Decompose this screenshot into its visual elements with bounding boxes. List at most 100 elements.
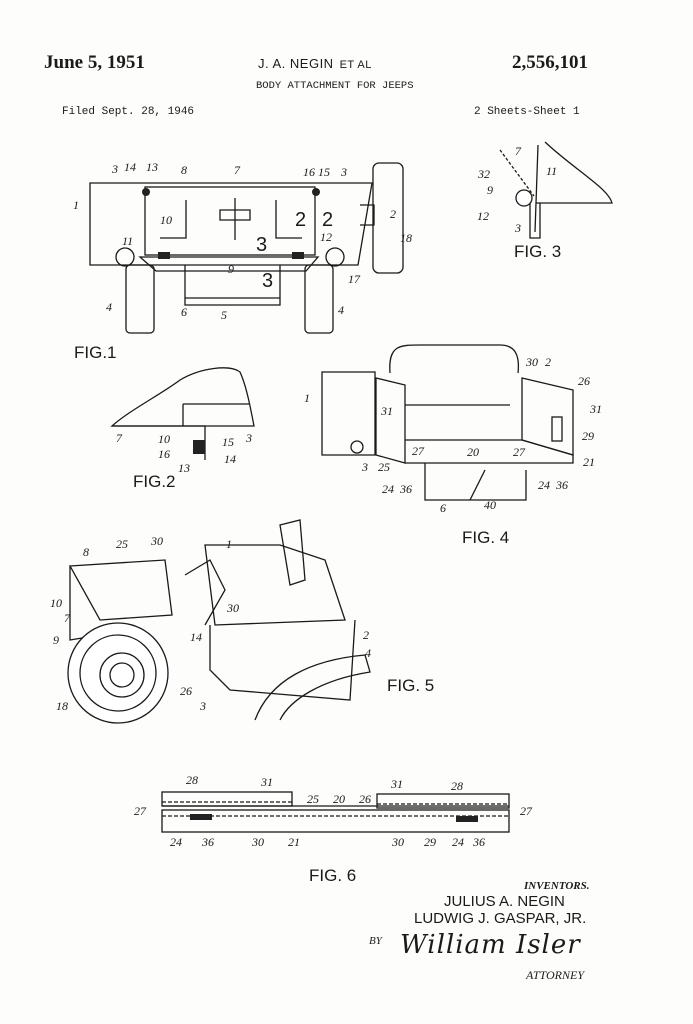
fig1-ref: 1 [73,198,79,212]
fig4-ref: 24 [538,478,550,492]
fig1-ref: 18 [400,231,412,245]
fig4-ref: 31 [589,402,602,416]
fig6-ref: 27 [520,804,533,818]
fig1-ref: 5 [221,308,227,322]
fig2-label: FIG.2 [133,472,176,491]
fig4-ref: 36 [555,478,568,492]
fig6-ref: 25 [307,792,319,806]
by-label: BY [369,935,382,947]
fig1-ref: 8 [181,163,187,177]
fig5-ref: 2 [363,628,369,642]
fig3-ref: 11 [546,164,557,178]
fig3-ref: 7 [515,144,522,158]
fig4-ref: 3 [361,460,368,474]
fig1-ref: 16 [303,165,315,179]
fig2-ref: 14 [224,452,236,466]
fig4-ref: 25 [378,460,390,474]
fig2-drawing [110,367,255,460]
inventor-1: JULIUS A. NEGIN [444,893,565,910]
fig4-ref: 24 [382,482,394,496]
fig5-ref: 25 [116,537,128,551]
fig1-ref: 13 [146,160,158,174]
fig1-ref: 3 [111,162,118,176]
fig6-ref: 36 [472,835,485,849]
fig1-ref: 9 [228,262,234,276]
fig4-ref: 36 [399,482,412,496]
fig1-label: FIG.1 [74,343,117,362]
fig1-ref: 10 [160,213,172,227]
fig1-ref: 6 [181,305,187,319]
fig1-ref: 4 [106,300,112,314]
fig3-ref: 3 [514,221,521,235]
fig4-label: FIG. 4 [462,528,509,547]
et-al: ET AL [339,59,372,71]
fig4-ref: 6 [440,501,446,515]
fig6-ref: 27 [134,804,147,818]
fig5-ref: 3 [199,699,206,713]
fig3-ref: 12 [477,209,489,223]
fig6-ref: 31 [390,777,403,791]
section-mark: 3 [262,270,273,292]
fig5-ref: 9 [53,633,59,647]
fig5-label: FIG. 5 [387,676,434,695]
fig4-ref: 29 [582,429,594,443]
fig2-ref: 10 [158,432,170,446]
inventor-name: J. A. NEGIN [258,56,334,71]
fig5-drawing [67,519,371,724]
fig5-ref: 10 [50,596,62,610]
fig1-ref: 2 [390,207,396,221]
fig6-ref: 30 [251,835,264,849]
fig4-ref: 1 [304,391,310,405]
fig1-drawing [89,162,404,334]
fig6-label: FIG. 6 [309,866,356,885]
patent-number: 2,556,101 [512,52,588,73]
fig6-ref: 26 [359,792,371,806]
fig5-ref: 14 [190,630,202,644]
fig1-ref: 12 [320,230,332,244]
fig5-ref: 18 [56,699,68,713]
fig6-ref: 28 [451,779,463,793]
inventor-short: J. A. NEGIN ET AL [258,56,372,71]
fig4-drawing [321,344,574,501]
fig5-ref: 30 [150,534,163,548]
attorney-signature: William Isler [400,930,581,960]
fig1-ref: 14 [124,160,136,174]
fig3-ref: 9 [487,183,493,197]
fig6-drawing [161,791,510,833]
fig6-ref: 21 [288,835,300,849]
fig2-ref: 3 [245,431,252,445]
fig6-ref: 31 [260,775,273,789]
fig4-ref: 40 [484,498,496,512]
fig1-ref: 11 [122,234,133,248]
fig2-ref: 13 [178,461,190,475]
patent-title: BODY ATTACHMENT FOR JEEPS [256,80,414,92]
sheet-count: 2 Sheets-Sheet 1 [474,106,580,118]
section-mark: 2 [322,209,333,231]
fig6-ref: 36 [201,835,214,849]
fig5-ref: 8 [83,545,89,559]
section-mark: 3 [256,234,267,256]
fig4-ref: 2 [545,355,551,369]
fig6-ref: 29 [424,835,436,849]
attorney-label: ATTORNEY [526,968,585,982]
fig5-ref: 4 [365,646,371,660]
patent-date: June 5, 1951 [44,52,145,73]
fig4-ref: 26 [578,374,590,388]
fig3-label: FIG. 3 [514,242,561,261]
fig1-ref: 3 [340,165,347,179]
fig4-ref: 27 [412,444,425,458]
fig4-ref: 31 [380,404,393,418]
inventor-2: LUDWIG J. GASPAR, JR. [414,910,587,927]
fig3-ref: 32 [477,167,490,181]
section-mark: 2 [295,209,306,231]
fig1-ref: 4 [338,303,344,317]
filed-date: Filed Sept. 28, 1946 [62,106,195,118]
fig4-ref: 27 [513,445,526,459]
fig4-ref: 30 [525,355,538,369]
fig6-ref: 20 [333,792,345,806]
fig6-ref: 28 [186,773,198,787]
fig5-ref: 1 [226,537,232,551]
fig5-ref: 26 [180,684,192,698]
fig2-ref: 7 [116,431,123,445]
